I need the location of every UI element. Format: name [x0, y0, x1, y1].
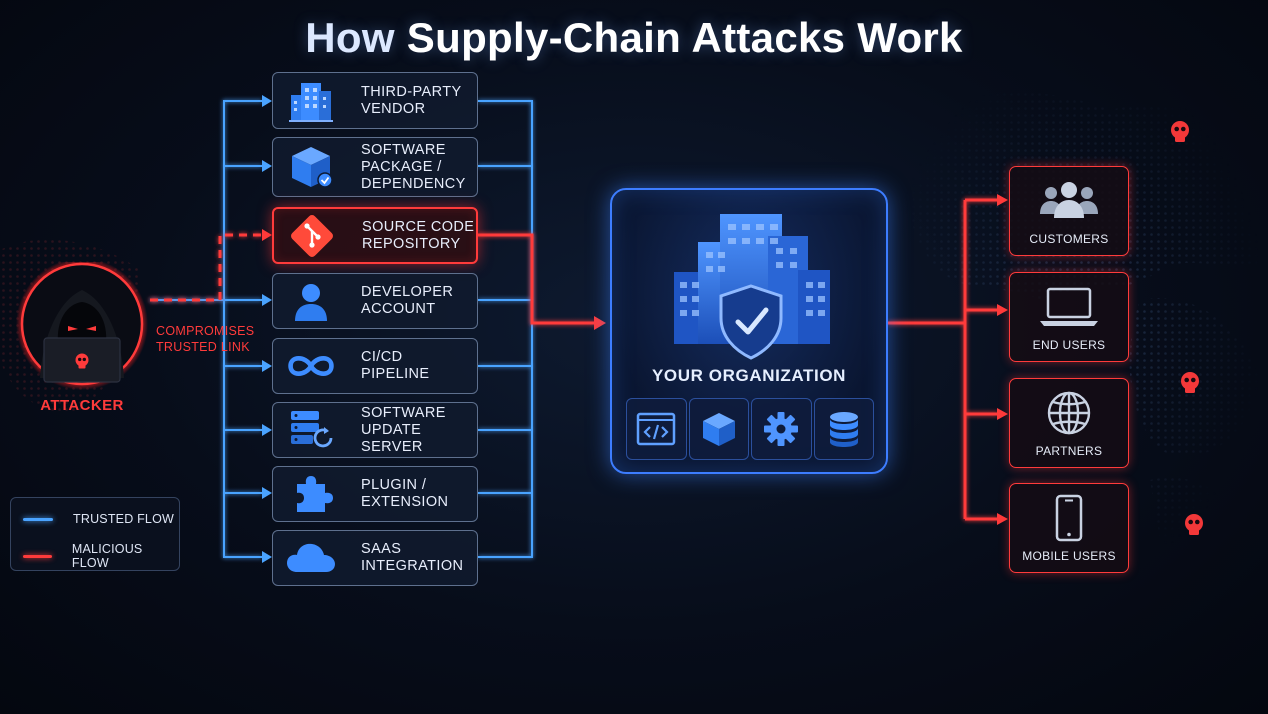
infinity-pipeline-icon — [288, 356, 334, 376]
source-label: CI/CD PIPELINE — [361, 349, 430, 382]
target-label: END USERS — [1032, 338, 1106, 352]
org-tool-database[interactable] — [813, 398, 874, 460]
gear-icon — [764, 412, 799, 446]
arrow-head — [262, 424, 272, 436]
arrow-head — [997, 194, 1008, 206]
shielded-building-icon — [674, 214, 830, 360]
laptop-icon — [1040, 287, 1098, 326]
target-label: CUSTOMERS — [1029, 232, 1109, 246]
legend-item-malicious: MALICIOUS FLOW — [23, 542, 179, 570]
arrow-head — [262, 551, 272, 563]
arrow-head — [262, 160, 272, 172]
office-building-icon — [289, 82, 333, 122]
your-organization-panel[interactable]: YOUR ORGANIZATION — [610, 188, 888, 474]
user-group-icon — [1040, 182, 1098, 218]
arrow-head — [997, 408, 1008, 420]
malicious-flow-line — [150, 233, 262, 302]
trusted-flow-line — [223, 300, 262, 558]
malicious-flow-line — [478, 233, 596, 325]
arrow-head — [997, 513, 1008, 525]
source-saas-integration[interactable]: SAAS INTEGRATION — [272, 530, 478, 586]
source-ci-cd-pipeline[interactable]: CI/CD PIPELINE — [272, 338, 478, 394]
page-title: How Supply-Chain Attacks Work — [305, 14, 963, 61]
org-tool-settings[interactable] — [751, 398, 812, 460]
cloud-icon — [287, 543, 335, 572]
target-end-users[interactable]: END USERS — [1009, 272, 1129, 362]
target-label: MOBILE USERS — [1022, 549, 1116, 563]
source-third-party-vendor[interactable]: THIRD-PARTY VENDOR — [272, 72, 478, 129]
source-software-package[interactable]: SOFTWARE PACKAGE / DEPENDENCY — [272, 137, 478, 197]
source-update-server[interactable]: SOFTWARE UPDATE SERVER — [272, 402, 478, 458]
arrow-head — [262, 487, 272, 499]
code-window-icon — [637, 412, 676, 446]
source-label: SOFTWARE PACKAGE / DEPENDENCY — [361, 141, 466, 192]
source-label: SOFTWARE UPDATE SERVER — [361, 404, 446, 455]
hooded-hacker-icon — [16, 262, 148, 390]
legend: TRUSTED FLOW MALICIOUS FLOW — [10, 497, 180, 571]
target-mobile-users[interactable]: MOBILE USERS — [1009, 483, 1129, 573]
org-tool-cube[interactable] — [688, 398, 749, 460]
trusted-flow-line — [478, 100, 533, 558]
arrow-head — [262, 360, 272, 372]
puzzle-piece-icon — [297, 476, 333, 512]
target-customers[interactable]: CUSTOMERS — [1009, 166, 1129, 256]
globe-icon — [1047, 391, 1091, 435]
arrow-head — [262, 229, 272, 241]
arrow-head — [262, 95, 272, 107]
server-update-icon — [291, 411, 333, 448]
arrow-head — [262, 294, 272, 306]
target-partners[interactable]: PARTNERS — [1009, 378, 1129, 468]
organization-tools — [626, 398, 874, 460]
attacker-label: ATTACKER — [40, 397, 124, 414]
legend-item-trusted: TRUSTED FLOW — [23, 512, 174, 526]
source-label: SOURCE CODE REPOSITORY — [362, 218, 475, 252]
source-developer-account[interactable]: DEVELOPER ACCOUNT — [272, 273, 478, 329]
source-plugin-extension[interactable]: PLUGIN / EXTENSION — [272, 466, 478, 522]
user-account-icon — [295, 284, 327, 321]
arrow-head — [997, 304, 1008, 316]
source-label: SAAS INTEGRATION — [361, 541, 464, 574]
arrow-head — [594, 316, 606, 330]
package-box-icon — [292, 147, 333, 188]
smartphone-icon — [1055, 494, 1083, 542]
org-tool-code[interactable] — [626, 398, 687, 460]
trusted-flow-line — [223, 100, 262, 300]
organization-label: YOUR ORGANIZATION — [651, 366, 847, 385]
source-label: THIRD-PARTY VENDOR — [361, 83, 462, 117]
source-label: DEVELOPER ACCOUNT — [361, 284, 454, 317]
legend-label: MALICIOUS FLOW — [71, 542, 143, 570]
legend-swatch — [23, 517, 53, 521]
source-code-repository[interactable]: SOURCE CODE REPOSITORY — [272, 207, 478, 264]
git-repository-icon — [291, 214, 333, 257]
cube-icon — [702, 413, 735, 446]
skull-icon — [1185, 514, 1203, 535]
skull-icon — [1181, 372, 1199, 393]
skull-icon — [1171, 121, 1189, 142]
database-icon — [829, 412, 858, 447]
source-label: PLUGIN / EXTENSION — [361, 477, 449, 510]
legend-label: TRUSTED FLOW — [73, 512, 175, 526]
legend-swatch — [23, 554, 52, 558]
target-label: PARTNERS — [1035, 444, 1103, 458]
compromise-note: COMPROMISES TRUSTED LINK — [156, 324, 255, 354]
